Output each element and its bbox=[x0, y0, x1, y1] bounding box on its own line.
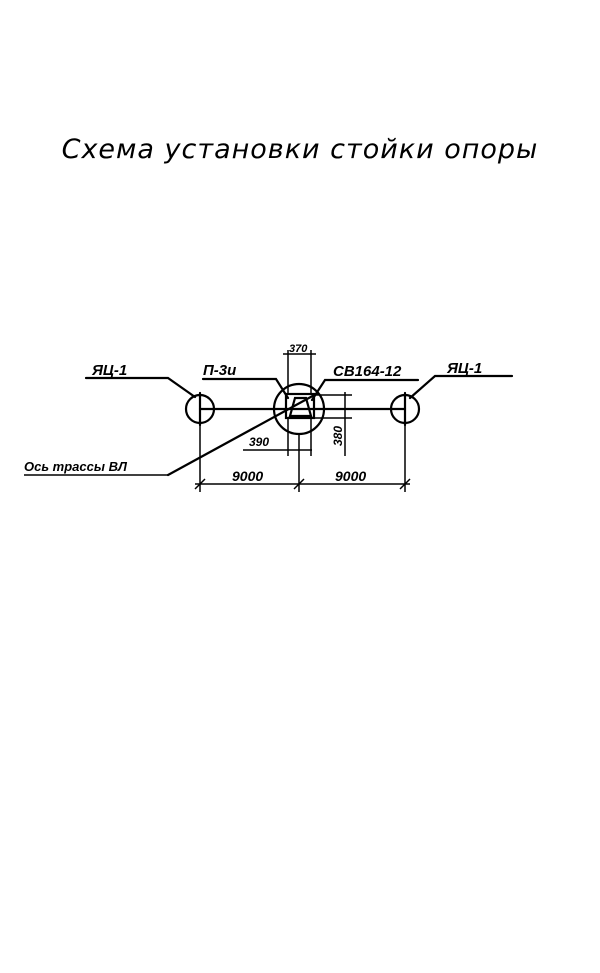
crossbar-label: П-3и bbox=[203, 362, 236, 379]
crossbar-leader bbox=[201, 377, 290, 400]
right-anchor-leader bbox=[408, 374, 514, 400]
span-tick-center bbox=[293, 478, 305, 490]
page-title: Схема установки стойки опоры bbox=[61, 134, 539, 165]
left-anchor-leader bbox=[84, 376, 197, 399]
inner-height-dim: 380 bbox=[331, 426, 345, 446]
left-anchor: ЯЦ-1 bbox=[84, 362, 216, 427]
span-left-dim: 9000 bbox=[232, 468, 263, 484]
route-axis-line bbox=[166, 391, 320, 477]
top-width-dim: 370 bbox=[289, 343, 308, 355]
inner-width-dim: 390 bbox=[249, 435, 269, 449]
right-anchor: ЯЦ-1 bbox=[389, 360, 514, 427]
post-section-square bbox=[284, 392, 316, 420]
post-foundation: Ось трассы ВЛ bbox=[24, 382, 326, 477]
post-trapezoid bbox=[288, 396, 313, 418]
post-label: СВ164-12 bbox=[333, 363, 402, 380]
route-axis-label: Ось трассы ВЛ bbox=[24, 459, 128, 474]
span-right-dim: 9000 bbox=[335, 468, 366, 484]
left-anchor-label: ЯЦ-1 bbox=[91, 362, 127, 379]
span-tick-right bbox=[399, 478, 411, 490]
post-leader bbox=[310, 378, 420, 402]
right-anchor-label: ЯЦ-1 bbox=[446, 360, 482, 377]
span-tick-left bbox=[194, 478, 206, 490]
